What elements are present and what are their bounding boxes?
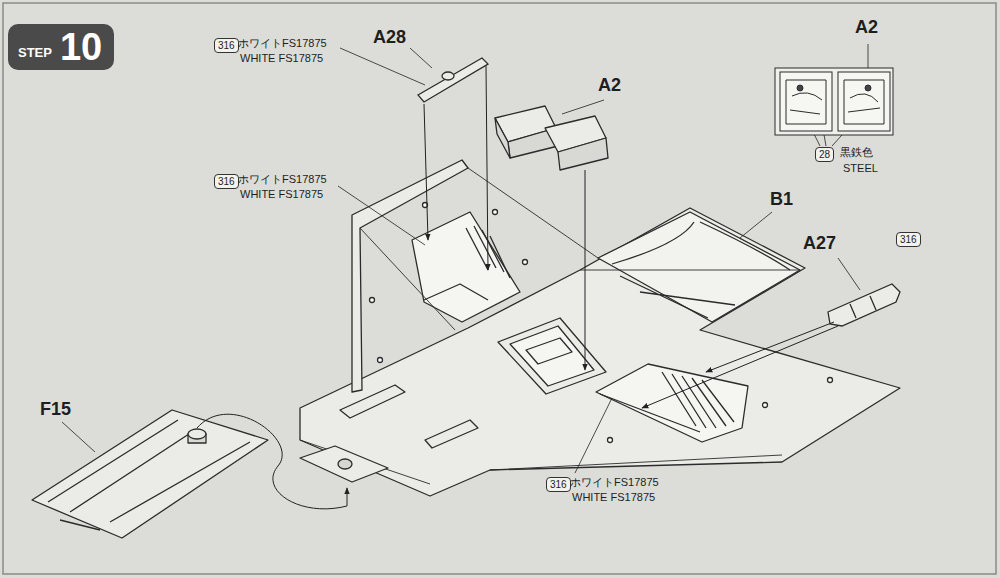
floor-part: [608, 438, 613, 443]
page-frame: [3, 3, 996, 574]
floor-part: [493, 210, 498, 215]
detail-inset: [865, 85, 871, 91]
leader-line: [838, 258, 860, 290]
f15-part: [48, 420, 250, 530]
paint-name: WHITE FS17875: [572, 491, 655, 503]
floor-part: [338, 459, 352, 469]
detail-inset: [775, 68, 893, 135]
part-name: A2: [598, 76, 621, 96]
a27-part: [850, 296, 876, 318]
detail-inset: [775, 68, 893, 135]
callout-number: 28: [819, 149, 830, 160]
leader-line: [575, 398, 612, 473]
paint-name: ホワイトFS17875: [238, 173, 327, 185]
floor-part: [498, 318, 606, 394]
part-name: A2: [855, 18, 878, 38]
a28-part: [442, 72, 454, 80]
paint-name: ホワイトFS17875: [238, 37, 327, 49]
callout-number: 316: [218, 40, 235, 51]
floor-part: [300, 446, 388, 482]
leader-line: [562, 100, 604, 114]
a2-seat-part: [558, 138, 608, 170]
paint-code: 28: [815, 147, 834, 162]
detail-inset: [838, 72, 890, 131]
floor-part: [425, 420, 478, 448]
paint-name: 黒鉄色: [840, 146, 873, 158]
assembly-arrow: [197, 66, 838, 509]
floor-part: [600, 372, 734, 432]
floor-part: [370, 298, 375, 303]
paint-name: STEEL: [843, 162, 878, 174]
leader-line: [868, 44, 869, 68]
detail-inset: [786, 80, 884, 124]
floor-part: [763, 403, 768, 408]
a27-part: [828, 284, 900, 326]
floor-part: [523, 260, 528, 265]
floor-part: [300, 208, 900, 496]
floor-part: [340, 385, 405, 418]
floor-part: [526, 338, 572, 364]
callout-number: 316: [550, 479, 567, 490]
f15-part: [188, 429, 206, 439]
floor-part: [510, 326, 594, 386]
floor-part: [412, 212, 520, 322]
floor-part: [598, 212, 800, 322]
step-badge: STEP 10: [8, 24, 114, 70]
floor-part: [828, 378, 833, 383]
leader-line: [62, 422, 95, 452]
floor-part: [300, 168, 800, 484]
assembly-arrow: [197, 414, 347, 509]
floor-part: [300, 160, 900, 496]
paint-name: WHITE FS17875: [240, 188, 323, 200]
part-name: A28: [373, 28, 406, 48]
a2-seat-part: [495, 106, 608, 170]
assembly-arrow: [642, 326, 838, 408]
a27-part: [828, 284, 900, 326]
f15-part: [32, 410, 268, 538]
detail-inset: [780, 72, 832, 131]
callout-number: 316: [218, 176, 235, 187]
paint-code: 316: [214, 174, 239, 189]
floor-part: [424, 226, 510, 300]
callout-number: 316: [900, 234, 917, 245]
part-name: B1: [770, 190, 793, 210]
a2-seat-part: [495, 118, 510, 158]
paint-name: WHITE FS17875: [240, 52, 323, 64]
assembly-arrow: [486, 66, 488, 270]
leader-line: [410, 48, 432, 68]
assembly-arrow: [706, 322, 834, 372]
paint-name: ホワイトFS17875: [570, 476, 659, 488]
assembly-arrow: [585, 170, 586, 370]
leader-line: [740, 212, 772, 238]
page-frame: [3, 3, 996, 574]
part-name: A27: [803, 234, 836, 254]
paint-code: 316: [896, 232, 921, 247]
floor-part: [596, 364, 748, 442]
part-name: F15: [40, 400, 71, 420]
detail-inset: [797, 85, 803, 91]
floor-part: [378, 358, 383, 363]
leader-line: [340, 48, 425, 85]
paint-code: 316: [214, 38, 239, 53]
leader-line: [338, 186, 425, 245]
assembly-arrow: [424, 104, 428, 240]
leader-line: [62, 44, 868, 473]
step-text: 10: [60, 28, 102, 66]
paint-code: 316: [546, 477, 571, 492]
f15-part: [32, 410, 268, 538]
step-text: STEP: [18, 46, 52, 66]
